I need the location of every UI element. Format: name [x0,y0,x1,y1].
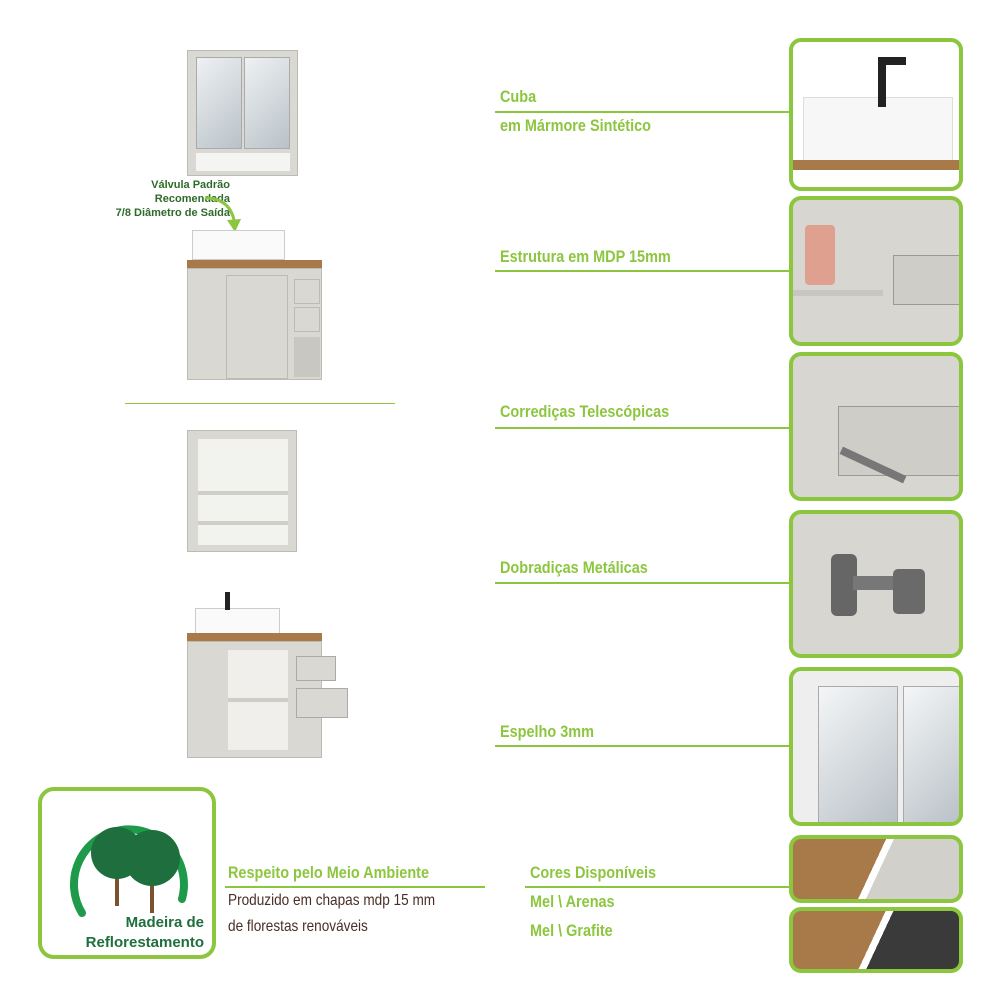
eco-title: Respeito pelo Meio Ambiente [228,863,429,882]
feature-line [495,582,790,584]
feature-title-mirror: Espelho 3mm [500,722,594,741]
feature-line [495,270,790,272]
vanity-cabinet-image [187,268,322,380]
divider [125,403,395,404]
eco-desc-1: Produzido em chapas mdp 15 mm [228,892,436,909]
color-option-1: Mel \ Arenas [530,892,615,911]
tree-icon [69,825,188,917]
feature-line [495,745,790,747]
basin-faucet-image [195,608,280,636]
swatch-mel-grafite [789,907,963,973]
annotation-line-1: Válvula Padrão Recomendada [151,179,230,205]
basin-image [192,230,285,260]
valve-annotation: Válvula Padrão Recomendada 7/8 Diâmetro … [88,178,230,220]
annotation-line-2: 7/8 Diâmetro de Saída [115,207,230,219]
countertop [187,260,322,268]
eco-desc-2: de florestas renováveis [228,918,368,935]
colors-title: Cores Disponíveis [530,863,657,882]
mirror-cabinet-image [187,50,298,176]
feature-title-slides: Corrediças Telescópicas [500,402,670,421]
feature-title-hinges: Dobradiças Metálicas [500,558,648,577]
photo-telescopic-slides [789,352,963,501]
photo-basin [789,38,963,191]
arrow-icon [204,196,241,232]
feature-title-mdp: Estrutura em MDP 15mm [500,247,671,266]
open-vanity-image [187,641,348,758]
open-shelf-image [187,430,297,552]
reforestation-badge: Madeira de Reflorestamento [38,787,216,959]
photo-mdp-structure [789,196,963,346]
colors-line [525,886,790,888]
badge-line-1: Madeira de [125,914,204,931]
feature-line [495,111,790,113]
feature-title-cuba: Cuba [500,87,537,106]
feature-line [495,427,790,429]
eco-line [225,886,485,888]
color-option-2: Mel \ Grafite [530,921,613,940]
swatch-mel-arenas [789,835,963,903]
badge-line-2: Reflorestamento [85,934,204,951]
countertop-2 [187,633,322,641]
photo-metal-hinges [789,510,963,658]
photo-mirror [789,667,963,826]
feature-subtitle-cuba: em Mármore Sintético [500,116,651,135]
